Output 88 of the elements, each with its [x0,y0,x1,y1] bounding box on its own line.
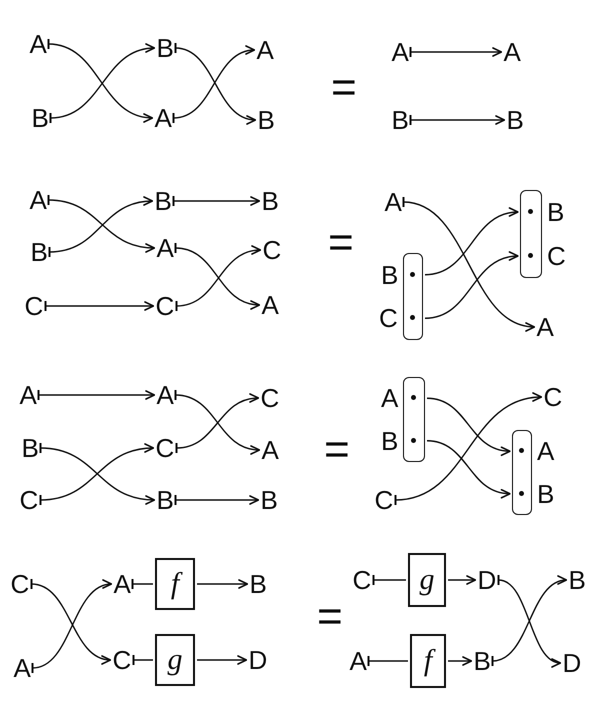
object-label: A [114,570,131,598]
object-label: A [384,188,402,216]
arrow [30,578,112,664]
object-label: B [156,34,174,62]
morphism-box: f [410,634,446,688]
object-label: C [260,384,280,412]
object-label: A [392,38,409,66]
object-label: A [154,104,172,132]
object-label: C [374,486,394,514]
arrow [490,576,568,667]
object-label: C [24,292,44,320]
arrow [197,579,248,589]
object-label: B [260,486,278,514]
object-label: B [30,238,48,266]
object-label: A [350,647,367,675]
connector-line [132,578,153,590]
arrow [410,114,506,126]
arrow [172,195,260,207]
object-label: B [32,104,49,132]
object-label: B [156,486,174,514]
arrow [38,389,156,401]
object-label: A [20,381,37,409]
object-label: A [30,30,47,58]
equals-sign: = [328,223,354,263]
object-label: C [379,304,398,332]
object-label: A [536,313,554,341]
object-label: B [381,260,398,289]
connector-line [372,574,406,586]
grouping-bar [520,190,542,278]
object-label: A [381,384,398,412]
object-label: C [547,242,566,270]
object-label: A [537,437,554,466]
arrow [402,196,536,330]
object-label: B [154,187,172,215]
object-label: D [562,649,582,677]
arrow [448,656,472,666]
object-label: A [156,381,174,409]
morphism-box: g [155,634,195,686]
arrow [394,393,542,506]
object-label: B [250,570,267,598]
object-label: C [156,434,174,462]
object-label: C [10,570,30,598]
object-label: B [262,187,279,215]
morphism-box: g [408,553,446,607]
connector-line [132,654,153,666]
object-label: A [156,234,174,262]
object-label: D [478,566,496,594]
object-label: C [156,292,174,320]
grouping-bar [403,377,425,462]
arrow [410,46,502,58]
object-label: A [30,186,47,214]
object-label: B [258,106,275,134]
arrow [448,575,476,585]
object-label: B [547,198,564,226]
equals-sign: = [324,430,350,470]
grouping-bar [403,253,423,340]
object-label: A [14,654,31,682]
object-label: C [352,566,372,594]
object-label: C [20,486,38,514]
arrow [426,398,511,456]
object-label: A [262,436,279,464]
object-label: C [544,383,562,411]
arrow [426,440,511,498]
grouping-bar [512,430,532,515]
equals-sign: = [331,68,357,108]
object-label: D [248,646,268,674]
object-label: B [568,566,586,594]
equals-sign: = [317,597,343,637]
arrow [424,208,519,276]
object-label: C [262,236,282,264]
connector-line [368,655,408,667]
object-label: B [392,106,409,134]
arrow [424,252,519,319]
arrow [197,655,248,665]
object-label: B [22,434,39,462]
arrow [44,300,154,312]
object-label: A [256,36,274,64]
object-label: A [262,291,279,319]
object-label: B [537,480,554,508]
arrow [30,580,112,674]
object-label: B [506,106,524,134]
arrow [174,494,260,506]
object-label: A [504,38,521,66]
object-label: B [381,426,398,455]
arrow [496,574,562,666]
object-label: C [112,646,132,674]
morphism-box: f [155,558,195,610]
object-label: B [474,647,491,675]
